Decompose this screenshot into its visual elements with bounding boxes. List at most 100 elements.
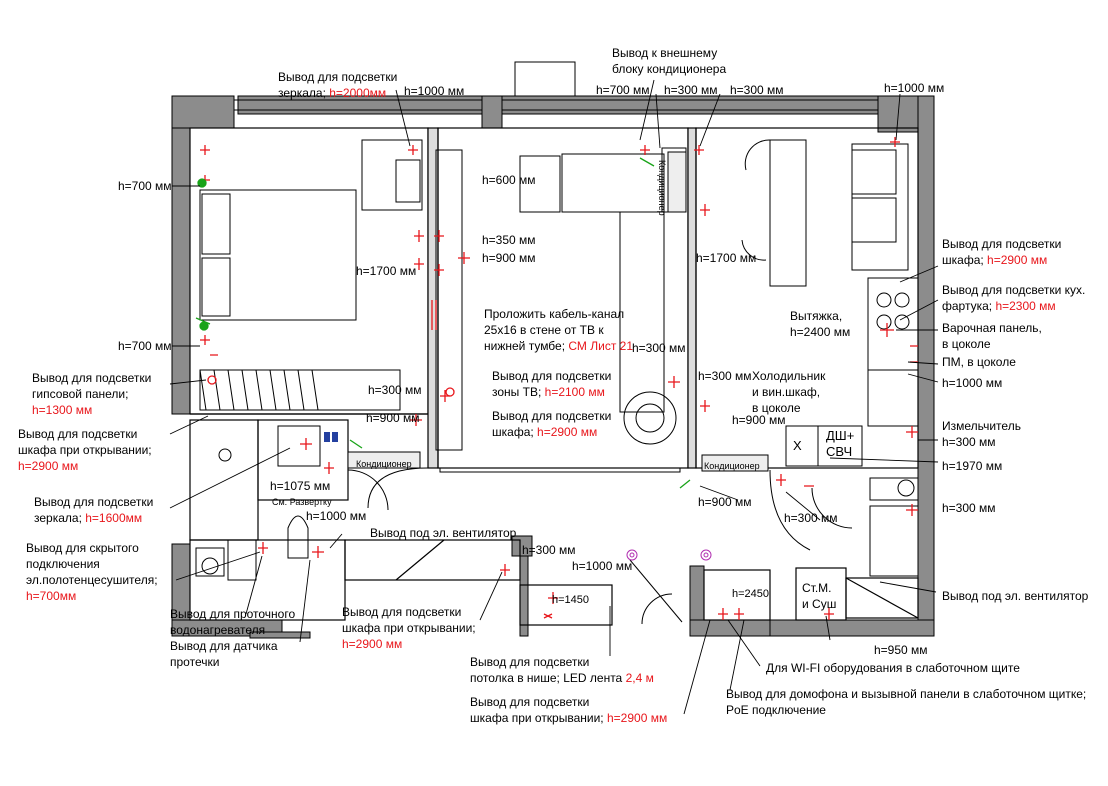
label-line: Вывод для подсветки	[492, 369, 612, 383]
label-line: и вин.шкаф,	[752, 385, 821, 399]
label-line: шкафа;	[492, 425, 538, 439]
ac-units	[347, 151, 769, 472]
label-line: зоны ТВ;	[492, 385, 545, 399]
hob-label: Варочная панель, в цоколе	[942, 320, 1042, 352]
leader-lines	[169, 79, 939, 715]
height-value: h=2300 мм	[995, 299, 1056, 313]
label-line: шкафа при открывании;	[18, 443, 152, 457]
height-label: h=300 мм	[942, 435, 996, 449]
label-line: Вывод для проточного	[170, 607, 296, 621]
fan-outlet-label: Вывод под эл. вентилятор	[370, 526, 517, 540]
appliance-label: ДШ+ СВЧ	[826, 428, 854, 460]
bathroom-fixtures	[195, 425, 919, 581]
wardrobe-open-mid-label: Вывод для подсветки шкафа при открывании…	[342, 604, 476, 652]
height-label: h=1000 мм	[306, 509, 367, 523]
height-value: h=2900 мм	[987, 253, 1048, 267]
lamp-icon	[626, 549, 712, 561]
wardrobe-open-left-label: Вывод для подсветки шкафа при открывании…	[18, 426, 152, 474]
height-label: h=950 мм	[874, 643, 928, 657]
height-label: h=1970 мм	[942, 459, 1003, 473]
height-value: h=1300 мм	[32, 403, 93, 417]
wifi-label: Для WI-FI оборудования в слаботочном щит…	[766, 661, 1020, 675]
height-label: h=300 мм	[368, 383, 422, 397]
label-line: и Суш	[802, 597, 837, 611]
wall-outlet-icon	[200, 137, 918, 620]
height-label: h=1450	[552, 594, 590, 606]
label-line: Вывод для скрытого	[26, 541, 139, 555]
label-line: Вывод для подсветки	[18, 427, 138, 441]
label-line: в цоколе	[752, 401, 801, 415]
height-label: h=700 мм	[118, 339, 172, 353]
label-line: гипсовой панели;	[32, 387, 129, 401]
height-label: h=1700 мм	[696, 251, 757, 265]
label-line: Холодильник	[752, 369, 826, 383]
height-label: h=300 мм	[664, 83, 718, 97]
label-line: Вывод для подсветки	[278, 70, 398, 84]
label-line: в цоколе	[942, 337, 991, 351]
interior-walls	[189, 127, 919, 626]
niche-light-label: Вывод для подсветки потолка в нише; LED …	[470, 654, 654, 686]
height-label: h=1075 мм	[270, 479, 331, 493]
water-heater-label: Вывод для проточного водонагревателя	[170, 606, 295, 638]
cable-channel-note: Проложить кабель-канал 25х16 в стене от …	[484, 306, 633, 354]
label-line: зеркала;	[278, 86, 330, 100]
label-line: Варочная панель,	[942, 321, 1042, 335]
height-label: h=300 мм	[942, 501, 996, 515]
height-value: h=2100 мм	[544, 385, 605, 399]
towel-rail-label: Вывод для скрытого подключения эл.полоте…	[26, 540, 158, 604]
label-line: СВЧ	[826, 444, 853, 459]
wardrobe-open-bottom-label: Вывод для подсветки шкафа при открывании…	[470, 694, 667, 726]
ac-label: Кондиционер	[657, 160, 667, 216]
grinder-label: Измельчитель	[942, 419, 1021, 433]
height-value: h=2900 мм	[537, 425, 598, 439]
label-line: ДШ+	[826, 428, 855, 443]
label-line: шкафа при открывании;	[342, 621, 476, 635]
height-label: h=900 мм	[482, 251, 536, 265]
height-label: h=300 мм	[522, 543, 576, 557]
height-label: h=300 мм	[632, 341, 686, 355]
led-length-value: 2,4 м	[625, 671, 654, 685]
wardrobe-light-label: Вывод для подсветки шкафа; h=2900 мм	[942, 236, 1061, 268]
height-label: h=1000 мм	[572, 559, 633, 573]
height-label: h=900 мм	[732, 413, 786, 427]
kitchen-light-label: Вывод для подсветки кух. фартука; h=2300…	[942, 282, 1085, 314]
dishwasher-label: ПМ, в цоколе	[942, 355, 1016, 369]
label-line: Вывод для подсветки	[470, 655, 590, 669]
label-line: блоку кондиционера	[612, 62, 727, 76]
height-label: h=1000 мм	[404, 84, 465, 98]
bedroom-furniture	[199, 139, 423, 411]
ac-outdoor-label: Вывод к внешнему блоку кондиционера	[612, 45, 726, 77]
height-label: h=300 мм	[698, 369, 752, 383]
label-line: Вывод для подсветки кух.	[942, 283, 1086, 297]
height-value: h=2900 мм	[342, 637, 403, 651]
sheet-reference: СМ Лист 21	[568, 339, 634, 353]
height-label: h=350 мм	[482, 233, 536, 247]
label-line: Вывод для подсветки	[32, 371, 152, 385]
height-label: h=700 мм	[596, 83, 650, 97]
height-label: h=900 мм	[366, 411, 420, 425]
ac-outdoor-unit	[514, 61, 576, 97]
windows	[234, 99, 878, 111]
switch-icon	[195, 157, 691, 489]
height-label: h=1700 мм	[356, 264, 417, 278]
label-line: Вывод для подсветки	[342, 605, 462, 619]
label-line: Вывод для подсветки	[942, 237, 1062, 251]
label-line: шкафа при открывании;	[470, 711, 607, 725]
appliance-label: Х	[793, 438, 802, 453]
label-line: Вывод для подсветки	[34, 495, 154, 509]
height-label: h=700 мм	[118, 179, 172, 193]
label-line: шкафа;	[942, 253, 988, 267]
scan-reference: См. Развертку	[272, 497, 332, 507]
label-line: Вывод для подсветки	[470, 695, 590, 709]
kitchen-furniture	[741, 139, 919, 467]
ac-label: Кондиционер	[356, 459, 412, 469]
mirror-light-label: Вывод для подсветки зеркала; h=2000мм	[278, 69, 397, 101]
height-label: h=900 мм	[698, 495, 752, 509]
label-line: Вывод для домофона и вызывной панели в с…	[726, 687, 1087, 701]
height-label: h=300 мм	[784, 511, 838, 525]
height-label: h=600 мм	[482, 173, 536, 187]
height-value: h=2900 мм	[606, 711, 668, 725]
label-line: фартука;	[942, 299, 996, 313]
label-line: зеркала;	[34, 511, 86, 525]
